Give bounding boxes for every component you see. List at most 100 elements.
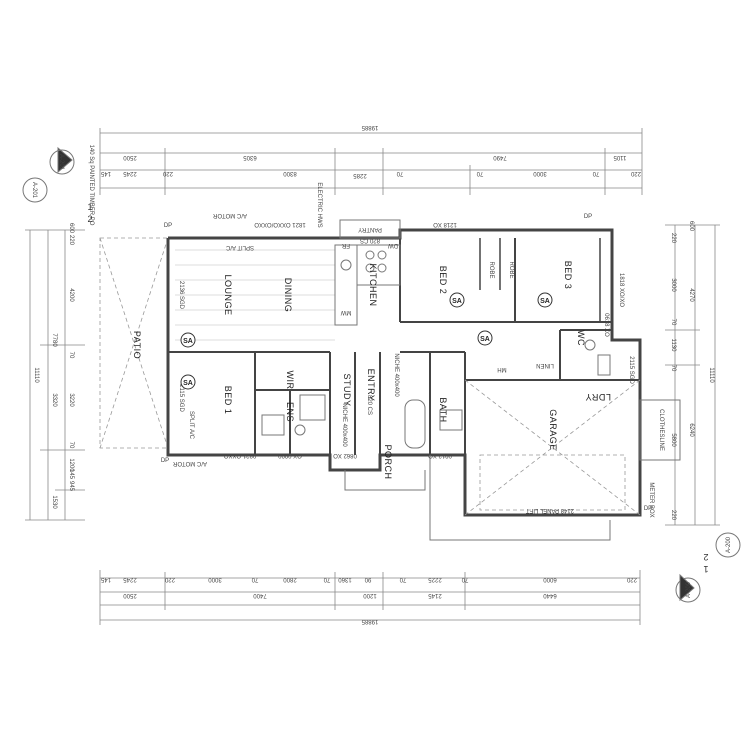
bottom-dim-s7: 220 [626, 576, 637, 582]
note-sgd-2115-ldry: 2115 SGD [628, 356, 634, 384]
note-xo-0618: 0618 XO [603, 313, 609, 337]
top-dimensions: 19885 2500 6305 1105 2285 7490 2245 8300… [99, 124, 643, 195]
bath-fixtures [261, 339, 611, 449]
left-dim-s2: 70 [68, 352, 74, 359]
marker-a200-bottom: A-200 [686, 581, 692, 598]
left-dim-s1: 220 [68, 235, 74, 246]
room-linen: LINEN [536, 362, 554, 368]
bottom-dim-b0: 2245 [123, 576, 137, 582]
marker-num-1b: 1 [703, 564, 708, 574]
note-split-ac-top: SPLIT A/C [225, 244, 254, 250]
left-dim-s3: 70 [68, 442, 74, 449]
bottom-dim-s0: 145 [100, 576, 111, 582]
left-dim-b2: 1200 [68, 458, 74, 472]
bottom-dim-s4: 90 [364, 576, 371, 582]
note-window-0821: 0821 OXXO [223, 452, 256, 458]
left-dim-b3: 945 [68, 481, 74, 492]
marker-num-1: 1 [87, 202, 92, 212]
bottom-dim-b1: 3000 [208, 576, 222, 582]
downpipes: DP DP DP DP [161, 214, 652, 512]
room-porch: PORCH [383, 444, 393, 479]
right-dimensions: 11110 4270 6240 3000 1130 5800 220 600 7… [665, 221, 720, 526]
bottom-dim-s2: 70 [251, 576, 258, 582]
section-marker-a201-top [49, 149, 75, 175]
dp-3: DP [584, 214, 592, 220]
garage-area: 2148 PANEL LIFT [464, 379, 641, 516]
note-820cs: 820 CS [360, 237, 380, 243]
clothesline: CLOTHESLINE [639, 399, 681, 461]
top-dim-b1: 7490 [493, 154, 507, 160]
room-kitchen: KITCHEN [368, 263, 378, 306]
bottom-dim-s3: 70 [323, 576, 330, 582]
right-dim-s0: 220 [670, 233, 676, 244]
living-floor-hatch [175, 249, 335, 341]
note-sgd-2115: 2115 SGD [178, 384, 184, 412]
room-bed3: BED 3 [563, 261, 573, 290]
dp-1: DP [164, 223, 172, 229]
plan-drawing: 19885 2500 6305 1105 2285 7490 2245 8300… [22, 124, 741, 625]
sa-label-2: SA [183, 380, 193, 387]
marker-a201-top: A-201 [58, 154, 64, 171]
pantry: PANTRY [339, 219, 401, 239]
marker-num-2: 2 [87, 214, 92, 224]
marker-a201-left: A-201 [31, 182, 37, 199]
bottom-dim-s6: 70 [461, 576, 468, 582]
top-dim-a2: 1105 [613, 154, 627, 160]
top-dim-c2: 3000 [533, 170, 547, 176]
sa-label-3: SA [452, 298, 462, 305]
left-dimensions: 11110 7780 3320 4200 3220 1200 945 1530 … [25, 223, 85, 521]
top-dim-s2: 70 [396, 170, 403, 176]
left-dim-a1: 3320 [51, 393, 57, 407]
left-dim-b1: 3220 [68, 393, 74, 407]
sa-label-4: SA [540, 298, 550, 305]
room-robe1: ROBE [488, 261, 494, 278]
section-marker-a200-bottom [675, 577, 701, 603]
bottom-dim-b5: 6000 [543, 576, 557, 582]
bottom-overall-dim: 19885 [361, 618, 378, 624]
right-dim-s3: 70 [670, 365, 676, 372]
note-820cs-entry: 820 CS [366, 395, 372, 415]
note-1218: 1218 XO [433, 221, 457, 227]
room-pantry: PANTRY [358, 226, 382, 232]
bottom-dim-a1: 7400 [253, 592, 267, 598]
top-dim-s4: 70 [592, 170, 599, 176]
right-dim-s1: 600 [688, 221, 694, 232]
bottom-dim-b2: 2800 [283, 576, 297, 582]
room-robe2: ROBE [508, 261, 514, 278]
top-dim-a0: 2500 [123, 154, 137, 160]
note-ac-motor-bottom: A/C MOTOR [172, 460, 207, 466]
bottom-dim-b4: 2225 [428, 576, 442, 582]
top-dim-s3: 70 [476, 170, 483, 176]
sa-label-1: SA [183, 338, 193, 345]
note-xo-1818: 1818 XO/XO [618, 273, 624, 307]
left-dim-b0: 4200 [68, 288, 74, 302]
right-dim-a0: 4270 [688, 288, 694, 302]
patio-area: PATIO [99, 237, 169, 449]
porch-outline [344, 455, 611, 541]
plan-notes: A/C MOTOR SPLIT A/C 1821 OXXO/OXXO ELECT… [88, 145, 654, 518]
kitchen-bench: MW FR DW [334, 242, 401, 326]
left-overall-dim: 11110 [33, 367, 39, 383]
note-electric-hws: ELECTRIC HWS [316, 182, 322, 227]
note-split-ac-side: SPLIT A/C [188, 411, 194, 440]
dp-2: DP [161, 458, 169, 464]
note-niche-study: NICHE 400x400 [341, 403, 347, 447]
bottom-dim-a2: 1200 [363, 592, 377, 598]
bottom-dim-b3: 1360 [338, 576, 352, 582]
smoke-alarm-1 [180, 332, 196, 348]
room-patio: PATIO [132, 331, 142, 359]
left-dim-s4: 145 [68, 469, 74, 480]
note-window-0912: 0912 XO [428, 452, 452, 458]
right-dim-b0: 3000 [670, 278, 676, 292]
right-overall-dim: 11110 [708, 367, 714, 383]
right-dim-s2: 70 [670, 319, 676, 326]
note-sgd-2136: 2136 SGD [178, 281, 184, 310]
bottom-dim-a3: 6440 [543, 592, 557, 598]
room-ens: ENS [285, 402, 295, 422]
note-window-top: 1821 OXXO/OXXO [254, 221, 306, 227]
room-lounge: LOUNGE [223, 274, 233, 315]
right-dim-s4: 220 [670, 510, 676, 521]
note-window-0660: OX 0990 [277, 452, 301, 458]
room-labels: LOUNGE DINING KITCHEN BED 1 BED 2 BED 3 … [223, 261, 611, 480]
bottom-dimensions: 19885 2500 7400 1200 6440 2245 3000 2800… [99, 570, 641, 625]
